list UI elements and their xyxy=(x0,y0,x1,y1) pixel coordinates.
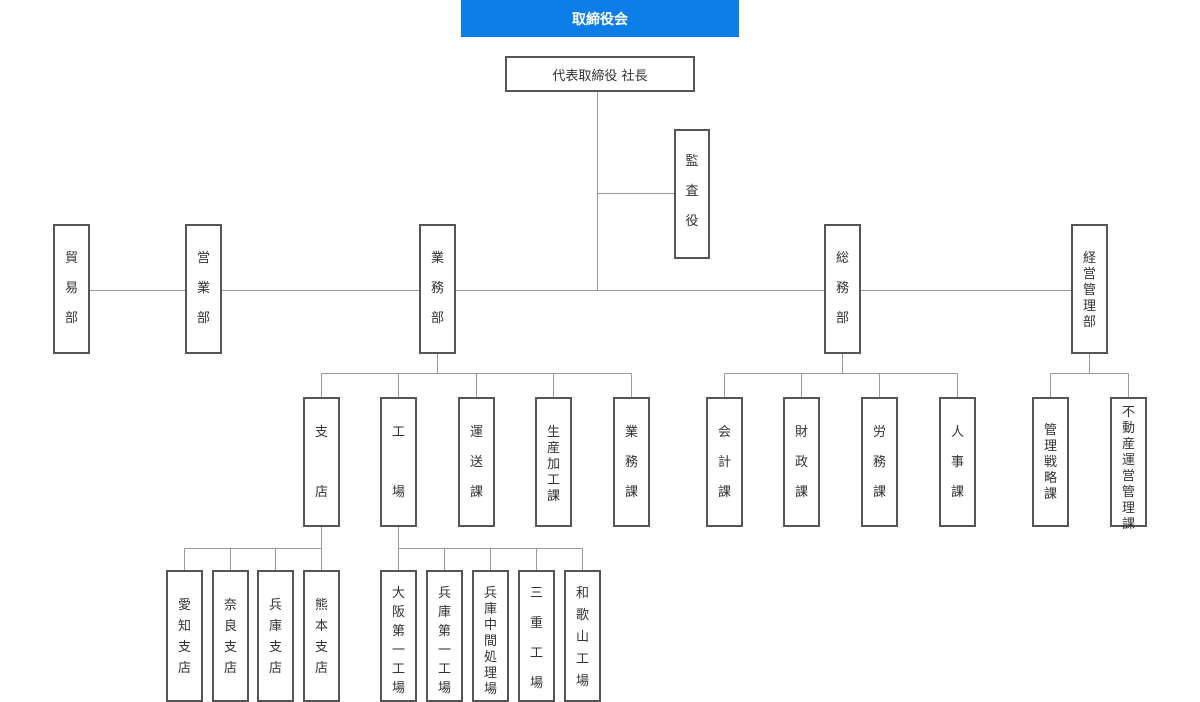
section-somu-0-label: 会計課 xyxy=(717,425,731,500)
section-gyomu-2: 運送課 xyxy=(458,397,495,527)
auditor-box-label: 監査役 xyxy=(685,154,699,229)
section-somu-0: 会計課 xyxy=(706,397,743,527)
section-gyomu-3-label: 生産加工課 xyxy=(546,425,560,504)
branch-2: 兵庫支店 xyxy=(257,570,294,702)
president-box: 代表取締役 社長 xyxy=(505,56,695,92)
section-gyomu-4: 業務課 xyxy=(613,397,650,527)
section-keiei-0-label: 管理戦略課 xyxy=(1043,423,1057,502)
branch-0-label: 愛知支店 xyxy=(177,598,191,676)
dept-boeki-label: 貿易部 xyxy=(64,251,78,326)
section-somu-1: 財政課 xyxy=(783,397,820,527)
factory-2-label: 兵庫中間処理場 xyxy=(483,586,497,697)
section-gyomu-3: 生産加工課 xyxy=(535,397,572,527)
section-somu-2: 労務課 xyxy=(861,397,898,527)
section-gyomu-4-label: 業務課 xyxy=(624,425,638,500)
branch-0: 愛知支店 xyxy=(166,570,203,702)
factory-1-label: 兵庫第一工場 xyxy=(437,586,451,696)
dept-gyomu: 業務部 xyxy=(419,224,456,354)
dept-gyomu-label: 業務部 xyxy=(430,251,444,326)
section-keiei-1-label: 不動産運営管理課 xyxy=(1121,405,1135,532)
branch-3-label: 熊本支店 xyxy=(314,598,328,676)
section-keiei-1: 不動産運営管理課 xyxy=(1110,397,1147,532)
section-gyomu-1-label: 工場 xyxy=(391,425,405,500)
factory-0: 大阪第一工場 xyxy=(380,570,417,702)
dept-eigyo: 営業部 xyxy=(185,224,222,354)
auditor-box: 監査役 xyxy=(674,129,710,259)
dept-keiei: 経営管理部 xyxy=(1071,224,1108,354)
dept-somu-label: 総務部 xyxy=(835,251,849,326)
factory-3: 三重工場 xyxy=(518,570,555,702)
branch-1-label: 奈良支店 xyxy=(223,598,237,676)
board-of-directors-header: 取締役会 xyxy=(461,0,739,37)
factory-4: 和歌山工場 xyxy=(564,570,601,702)
section-keiei-0: 管理戦略課 xyxy=(1032,397,1069,527)
section-gyomu-1: 工場 xyxy=(380,397,417,527)
section-somu-3: 人事課 xyxy=(939,397,976,527)
factory-2: 兵庫中間処理場 xyxy=(472,570,509,702)
section-gyomu-2-label: 運送課 xyxy=(469,425,483,500)
branch-1: 奈良支店 xyxy=(212,570,249,702)
dept-somu: 総務部 xyxy=(824,224,861,354)
section-gyomu-0: 支店 xyxy=(303,397,340,527)
president-label: 代表取締役 社長 xyxy=(552,68,648,84)
dept-eigyo-label: 営業部 xyxy=(196,251,210,326)
dept-keiei-label: 経営管理部 xyxy=(1082,251,1096,330)
factory-1: 兵庫第一工場 xyxy=(426,570,463,702)
section-somu-2-label: 労務課 xyxy=(872,425,886,500)
branch-3: 熊本支店 xyxy=(303,570,340,702)
dept-boeki: 貿易部 xyxy=(53,224,90,354)
section-gyomu-0-label: 支店 xyxy=(314,425,328,500)
factory-0-label: 大阪第一工場 xyxy=(391,586,405,696)
section-somu-3-label: 人事課 xyxy=(950,425,964,500)
factory-4-label: 和歌山工場 xyxy=(575,586,589,689)
factory-3-label: 三重工場 xyxy=(529,586,543,691)
branch-2-label: 兵庫支店 xyxy=(268,598,282,676)
section-somu-1-label: 財政課 xyxy=(794,425,808,500)
